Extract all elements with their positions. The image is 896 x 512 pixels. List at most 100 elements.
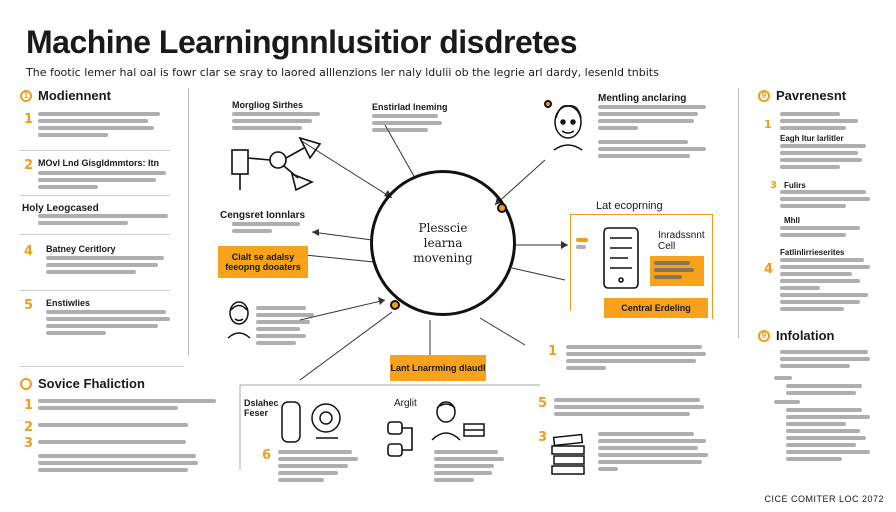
item-number: 1 — [24, 112, 34, 127]
node-text — [598, 140, 708, 161]
item-text — [780, 226, 870, 240]
item-text — [38, 423, 188, 430]
circle-line: movening — [413, 250, 473, 265]
item-text — [786, 408, 870, 464]
node-subtitle: Inradssnnt Cell — [658, 230, 705, 252]
node-marker — [544, 100, 552, 108]
item-divider — [20, 150, 170, 151]
page-title: Machine Learningnnlusitior disdretes — [26, 24, 577, 60]
node-title: Arglit — [394, 398, 417, 409]
connector — [479, 317, 526, 346]
item-number: 1 — [24, 398, 34, 413]
section-heading-text: Infolation — [776, 328, 835, 343]
connector — [494, 159, 546, 206]
section-badge: 9 — [758, 329, 770, 342]
section-heading-text: Pavrenesnt — [776, 88, 847, 103]
device-icons — [281, 401, 341, 443]
item-text — [780, 112, 860, 133]
person-avatar-icon — [227, 301, 251, 339]
section-badge — [20, 377, 32, 390]
right-orange-note — [650, 256, 704, 286]
item-text — [46, 256, 166, 277]
item-text — [780, 190, 870, 211]
node-number: 3 — [538, 430, 548, 445]
item-text — [38, 112, 160, 140]
connector — [299, 311, 393, 381]
node-title: Morgliog Sirthes — [232, 100, 304, 110]
item-title: Batney Ceritlory — [46, 244, 116, 254]
node-text — [232, 112, 322, 133]
arrowhead — [561, 241, 568, 249]
right-block-frame — [570, 214, 713, 319]
item-number: 2 — [24, 420, 34, 435]
arrowhead — [312, 229, 319, 236]
right-block-frame-left — [570, 214, 571, 311]
item-text — [38, 399, 218, 413]
connector — [384, 124, 416, 179]
node-title: Lat ecoprning — [596, 200, 663, 212]
node-number: 1 — [548, 344, 558, 359]
item-title: Eagh Itur larlitler — [780, 134, 844, 143]
item-title: MOvl Lnd Gisgldmmtors: Itn — [38, 158, 159, 168]
footer-text: CICE COMITER LOC 2072 — [764, 494, 884, 504]
item-text — [38, 440, 188, 447]
item-number: 3 — [770, 180, 777, 191]
books-stack-icon — [551, 433, 585, 475]
item-title: Fulirs — [784, 181, 806, 190]
section-badge: 9 — [758, 89, 770, 102]
item-title: Mhll — [784, 216, 800, 225]
item-text — [774, 376, 794, 383]
node-number: 6 — [262, 448, 272, 463]
node-text — [372, 114, 442, 135]
right-divider — [738, 88, 739, 338]
person-portrait-icon — [553, 105, 583, 151]
left-section-heading: 1 Modiennent — [20, 88, 111, 103]
item-number: 5 — [24, 298, 34, 313]
node-text — [566, 345, 706, 373]
arrowhead — [378, 297, 385, 305]
item-title: Holy Leogcased — [22, 203, 99, 214]
item-divider — [20, 234, 170, 235]
item-number: 2 — [24, 158, 34, 173]
node-title: Cengsret Ionnlars — [220, 210, 306, 221]
connector — [304, 254, 375, 263]
item-number: 3 — [24, 436, 34, 451]
robot-arm-icon — [387, 421, 413, 457]
item-number: 4 — [24, 244, 34, 259]
node-number: 5 — [538, 396, 548, 411]
item-divider — [20, 290, 170, 291]
item-text — [780, 144, 870, 172]
connector — [299, 299, 386, 321]
item-text — [786, 384, 866, 398]
item-text — [780, 350, 870, 371]
page-subtitle: The footic lemer hal oal is fowr clar se… — [26, 66, 659, 79]
person-with-book-icon — [431, 401, 485, 441]
section-heading-text: Modiennent — [38, 88, 111, 103]
node-text — [598, 105, 708, 133]
node-title: Mentling anclaring — [598, 93, 687, 104]
tablet-device-icon — [603, 227, 639, 289]
section-divider — [20, 366, 184, 367]
left-orange-callout: Cialt se adalsy feeopng dooaters — [218, 246, 308, 278]
central-concept-circle: Plesscie learna movening — [370, 170, 516, 316]
item-text — [46, 310, 170, 338]
right-bottom-section-heading: 9 Infolation — [758, 328, 835, 343]
node-title: Dslahec Feser — [244, 398, 279, 418]
item-text — [780, 258, 870, 314]
node-text — [278, 450, 358, 485]
bottom-orange-callout: Lant Lnarrming dlaudl — [390, 355, 486, 381]
node-text — [434, 450, 504, 485]
item-text — [774, 400, 804, 407]
node-text — [576, 238, 590, 252]
section-badge: 1 — [20, 89, 32, 102]
item-text — [38, 171, 168, 192]
circle-marker — [497, 203, 507, 213]
node-text — [232, 222, 302, 236]
circle-line: Plesscie — [418, 220, 468, 235]
circle-marker — [390, 300, 400, 310]
connector — [511, 267, 566, 281]
node-text — [554, 398, 704, 419]
node-text — [598, 432, 708, 474]
item-divider — [20, 195, 170, 196]
network-graph-icon — [231, 136, 322, 192]
